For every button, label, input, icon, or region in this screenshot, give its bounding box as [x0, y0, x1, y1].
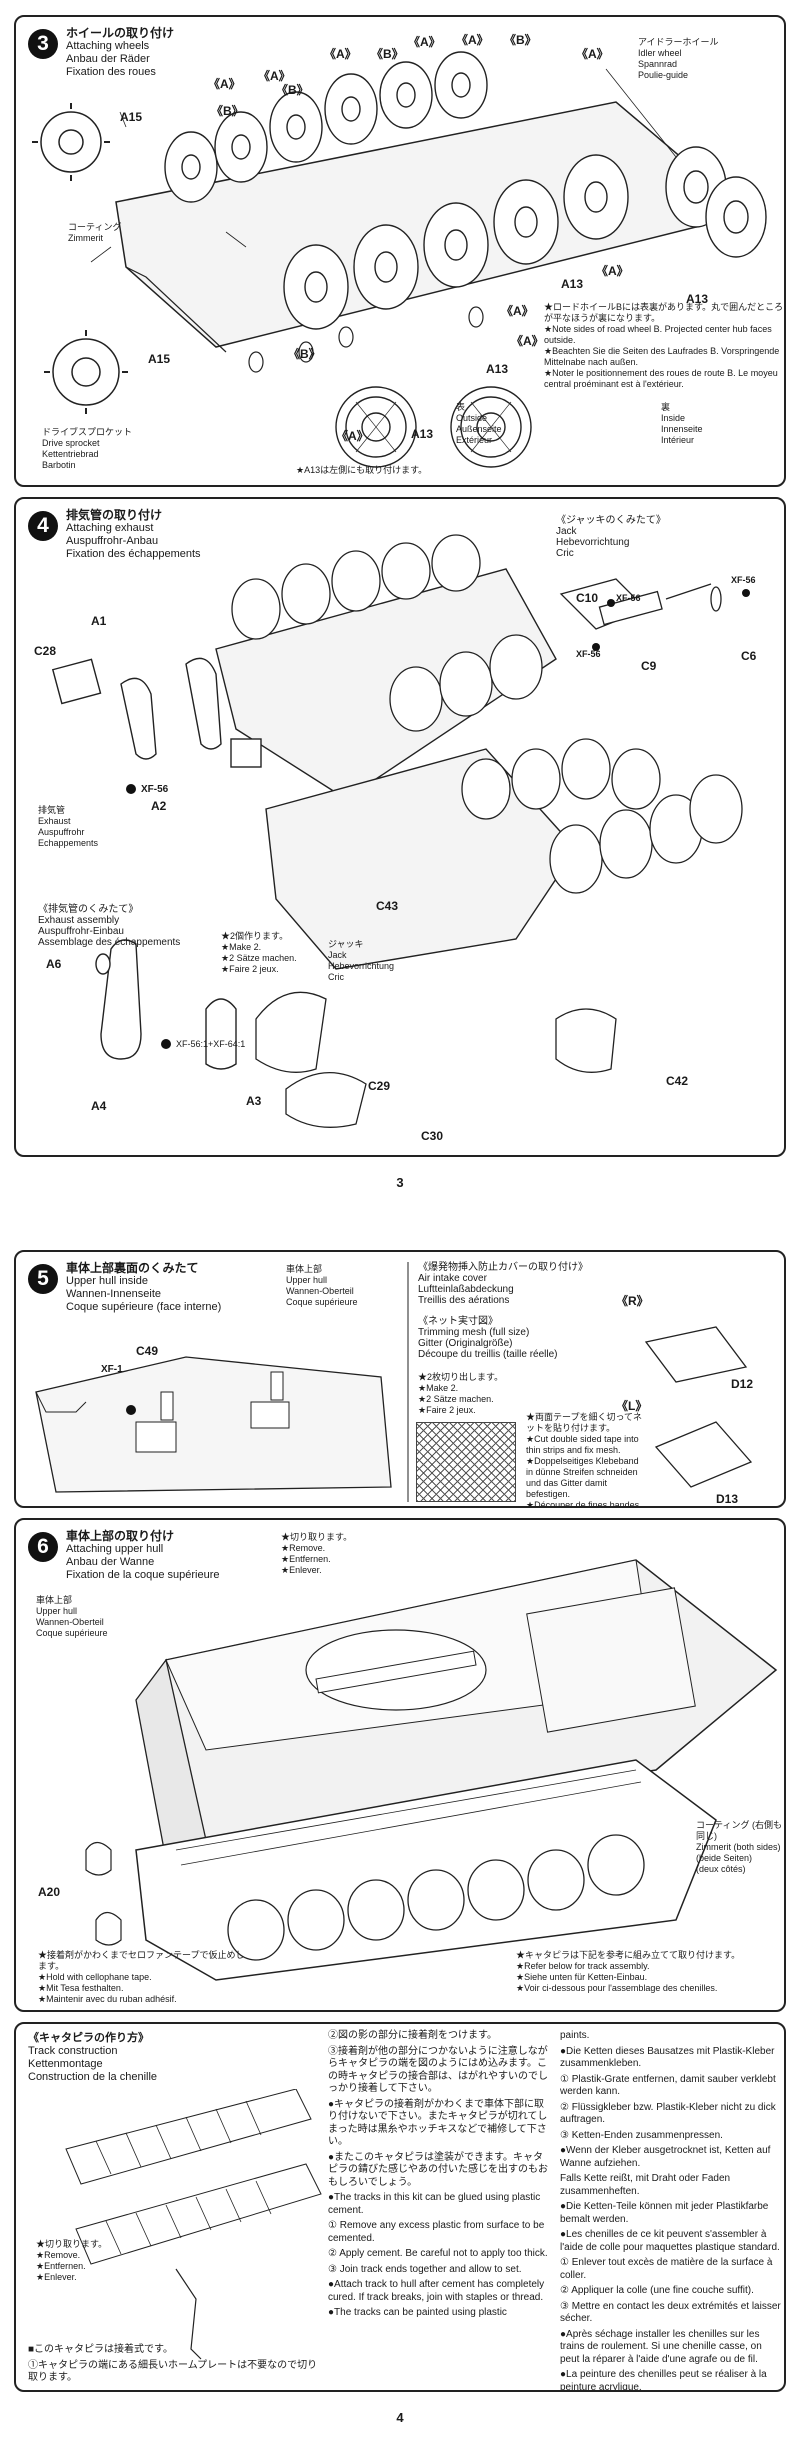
track-construction-panel: 《キャタピラの作り方》 Track construction Kettenmon… — [14, 2022, 786, 2392]
step3-panel: 3 ホイールの取り付け Attaching wheels Anbau der R… — [14, 15, 786, 487]
track-instructions-col2: ②図の影の部分に接着剤をつけます。 ③接着剤が他の部分につかないように注意しなが… — [328, 2030, 548, 2318]
cellophane-tape-note: ★接着剤がかわくまでセロファンテープで仮止めします。 ★Hold with ce… — [38, 1950, 245, 2004]
label-d13: D13 — [716, 1492, 739, 1506]
label-b-3: 《B》 — [371, 47, 404, 61]
label-a-5: 《A》 — [456, 33, 489, 47]
exhaust-label: 排気管 Exhaust Auspuffrohr Echappements — [38, 805, 99, 848]
label-r: 《R》 — [616, 1294, 649, 1308]
step4-number: 4 — [28, 511, 58, 541]
label-a6: A6 — [46, 957, 62, 971]
track-instructions-col3: paints. ●Die Ketten dieses Bausatzes mit… — [560, 2030, 781, 2392]
label-a20: A20 — [38, 1885, 61, 1899]
label-a13-3: A13 — [561, 277, 584, 291]
label-a-7: 《A》 — [336, 429, 369, 443]
label-c43: C43 — [376, 899, 399, 913]
trimming-mesh — [416, 1422, 516, 1502]
label-c42: C42 — [666, 1074, 689, 1088]
label-xf56-exhaust: XF-56 — [141, 784, 169, 795]
label-d12: D12 — [731, 1377, 754, 1391]
label-a-8: 《A》 — [501, 304, 534, 318]
remove-note-track: ★切り取ります。 ★Remove. ★Entfernen. ★Enlever. — [36, 2239, 108, 2282]
label-a2: A2 — [151, 799, 167, 813]
label-a-9: 《A》 — [511, 334, 544, 348]
make-two-mesh-note: ★2枚切り出します。 ★Make 2. ★2 Sätze machen. ★Fa… — [418, 1372, 504, 1415]
label-xf1: XF-1 — [101, 1364, 123, 1375]
label-a-4: 《A》 — [408, 35, 441, 49]
label-c9: C9 — [641, 659, 657, 673]
label-a-2: 《A》 — [258, 69, 291, 83]
paint-mix-label: XF-56:1+XF-64:1 — [176, 1039, 246, 1049]
label-b-2: 《B》 — [276, 83, 309, 97]
jack-assembly-title: 《ジャッキのくみたて》 Jack Hebevorrichtung Cric — [556, 515, 666, 559]
step3-title: ホイールの取り付け Attaching wheels Anbau der Räd… — [66, 26, 175, 79]
make-two-note: ★2個作ります。 ★Make 2. ★2 Sätze machen. ★Fair… — [221, 931, 297, 974]
label-c6: C6 — [741, 649, 757, 663]
label-xf56-jack-3: XF-56 — [731, 575, 756, 585]
a13-left-note: ★A13は左側にも取り付けます。 — [296, 465, 428, 475]
upper-hull-label-step6: 車体上部 Upper hull Wannen-Oberteil Coque su… — [36, 1595, 108, 1638]
road-wheel-b-note: ★ロードホイールBには表裏があります。丸で囲んだところが平なほうが裏になります。… — [544, 302, 784, 389]
label-a13-1: A13 — [411, 427, 434, 441]
step4-illustration — [51, 534, 750, 1128]
remove-note-step6: ★切り取ります。 ★Remove. ★Entfernen. ★Enlever. — [281, 1532, 353, 1575]
step3-number: 3 — [28, 29, 58, 59]
inside-label: 裏 Inside Innenseite Intérieur — [661, 402, 703, 445]
label-a13-2: A13 — [486, 362, 509, 376]
label-a-6: 《A》 — [576, 47, 609, 61]
label-a-1: 《A》 — [208, 77, 241, 91]
track-bottom-jp: ■このキャタピラは接着式です。 ①キャタピラの端にある細長いホームプレートは不要… — [28, 2344, 318, 2383]
label-c29: C29 — [368, 1079, 391, 1093]
zimmerit-both-sides-label: コーティング (右側も同じ) Zimmerit (both sides) (be… — [696, 1820, 782, 1874]
label-a4: A4 — [91, 1099, 107, 1113]
label-a15-bottom: A15 — [148, 352, 171, 366]
label-a13-4: A13 — [686, 292, 709, 306]
step6-illustration — [85, 1559, 778, 1981]
step4-panel: 4 排気管の取り付け Attaching exhaust Auspuffrohr… — [14, 497, 786, 1157]
step5-number: 5 — [28, 1264, 58, 1294]
track-construction-title: 《キャタピラの作り方》 Track construction Kettenmon… — [28, 2032, 158, 2083]
label-b-4: 《B》 — [504, 33, 537, 47]
step6-title: 車体上部の取り付け Attaching upper hull Anbau der… — [66, 1529, 220, 1582]
label-a-10: 《A》 — [596, 264, 629, 278]
label-c28: C28 — [34, 644, 57, 658]
step6-number: 6 — [28, 1532, 58, 1562]
label-xf56-jack-2: XF-56 — [576, 649, 601, 659]
label-c30: C30 — [421, 1129, 444, 1143]
step5-panel: 5 車体上部裏面のくみたて Upper hull inside Wannen-I… — [14, 1250, 786, 1508]
label-a15-top: A15 — [120, 110, 143, 124]
track-reference-note: ★キャタピラは下記を参考に組み立てて取り付けます。 ★Refer below f… — [516, 1950, 741, 1993]
air-intake-title: 《爆発物挿入防止カバーの取り付け》 Air intake cover Luftt… — [418, 1262, 588, 1306]
label-xf56-jack-1: XF-56 — [616, 593, 641, 603]
upper-hull-label-step5: 車体上部 Upper hull Wannen-Oberteil Coque su… — [286, 1264, 358, 1307]
page-number-4: 4 — [396, 2410, 404, 2425]
double-sided-tape-note: ★両面テープを細く切ってネットを貼り付けます。 ★Cut double side… — [526, 1412, 643, 1508]
label-a-3: 《A》 — [324, 47, 357, 61]
step6-panel: 6 車体上部の取り付け Attaching upper hull Anbau d… — [14, 1518, 786, 2012]
label-c49: C49 — [136, 1344, 159, 1358]
page-number-3: 3 — [396, 1175, 404, 1190]
drive-sprocket-label: ドライブスプロケット Drive sprocket Kettentriebrad… — [42, 427, 133, 470]
exhaust-assembly-title: 《排気管のくみたて》 Exhaust assembly Auspuffrohr-… — [38, 904, 181, 948]
jack-label: ジャッキ Jack Hebevorrichtung Cric — [328, 939, 395, 982]
zimmerit-label: コーティング Zimmerit — [68, 222, 122, 243]
label-b-1: 《B》 — [211, 104, 244, 118]
step4-title: 排気管の取り付け Attaching exhaust Auspuffrohr-A… — [66, 508, 201, 561]
label-c10: C10 — [576, 591, 599, 605]
outside-label: 表 Outside Außenseite Extérieur — [456, 402, 502, 445]
step5-title: 車体上部裏面のくみたて Upper hull inside Wannen-Inn… — [66, 1261, 222, 1314]
mesh-title: 《ネット実寸図》 Trimming mesh (full size) Gitte… — [418, 1316, 558, 1360]
label-l: 《L》 — [616, 1399, 648, 1413]
label-a1: A1 — [91, 614, 107, 628]
idler-wheel-label: アイドラーホイール Idler wheel Spannrad Poulie-gu… — [638, 37, 719, 80]
label-a3: A3 — [246, 1094, 262, 1108]
label-b-5: 《B》 — [288, 347, 321, 361]
